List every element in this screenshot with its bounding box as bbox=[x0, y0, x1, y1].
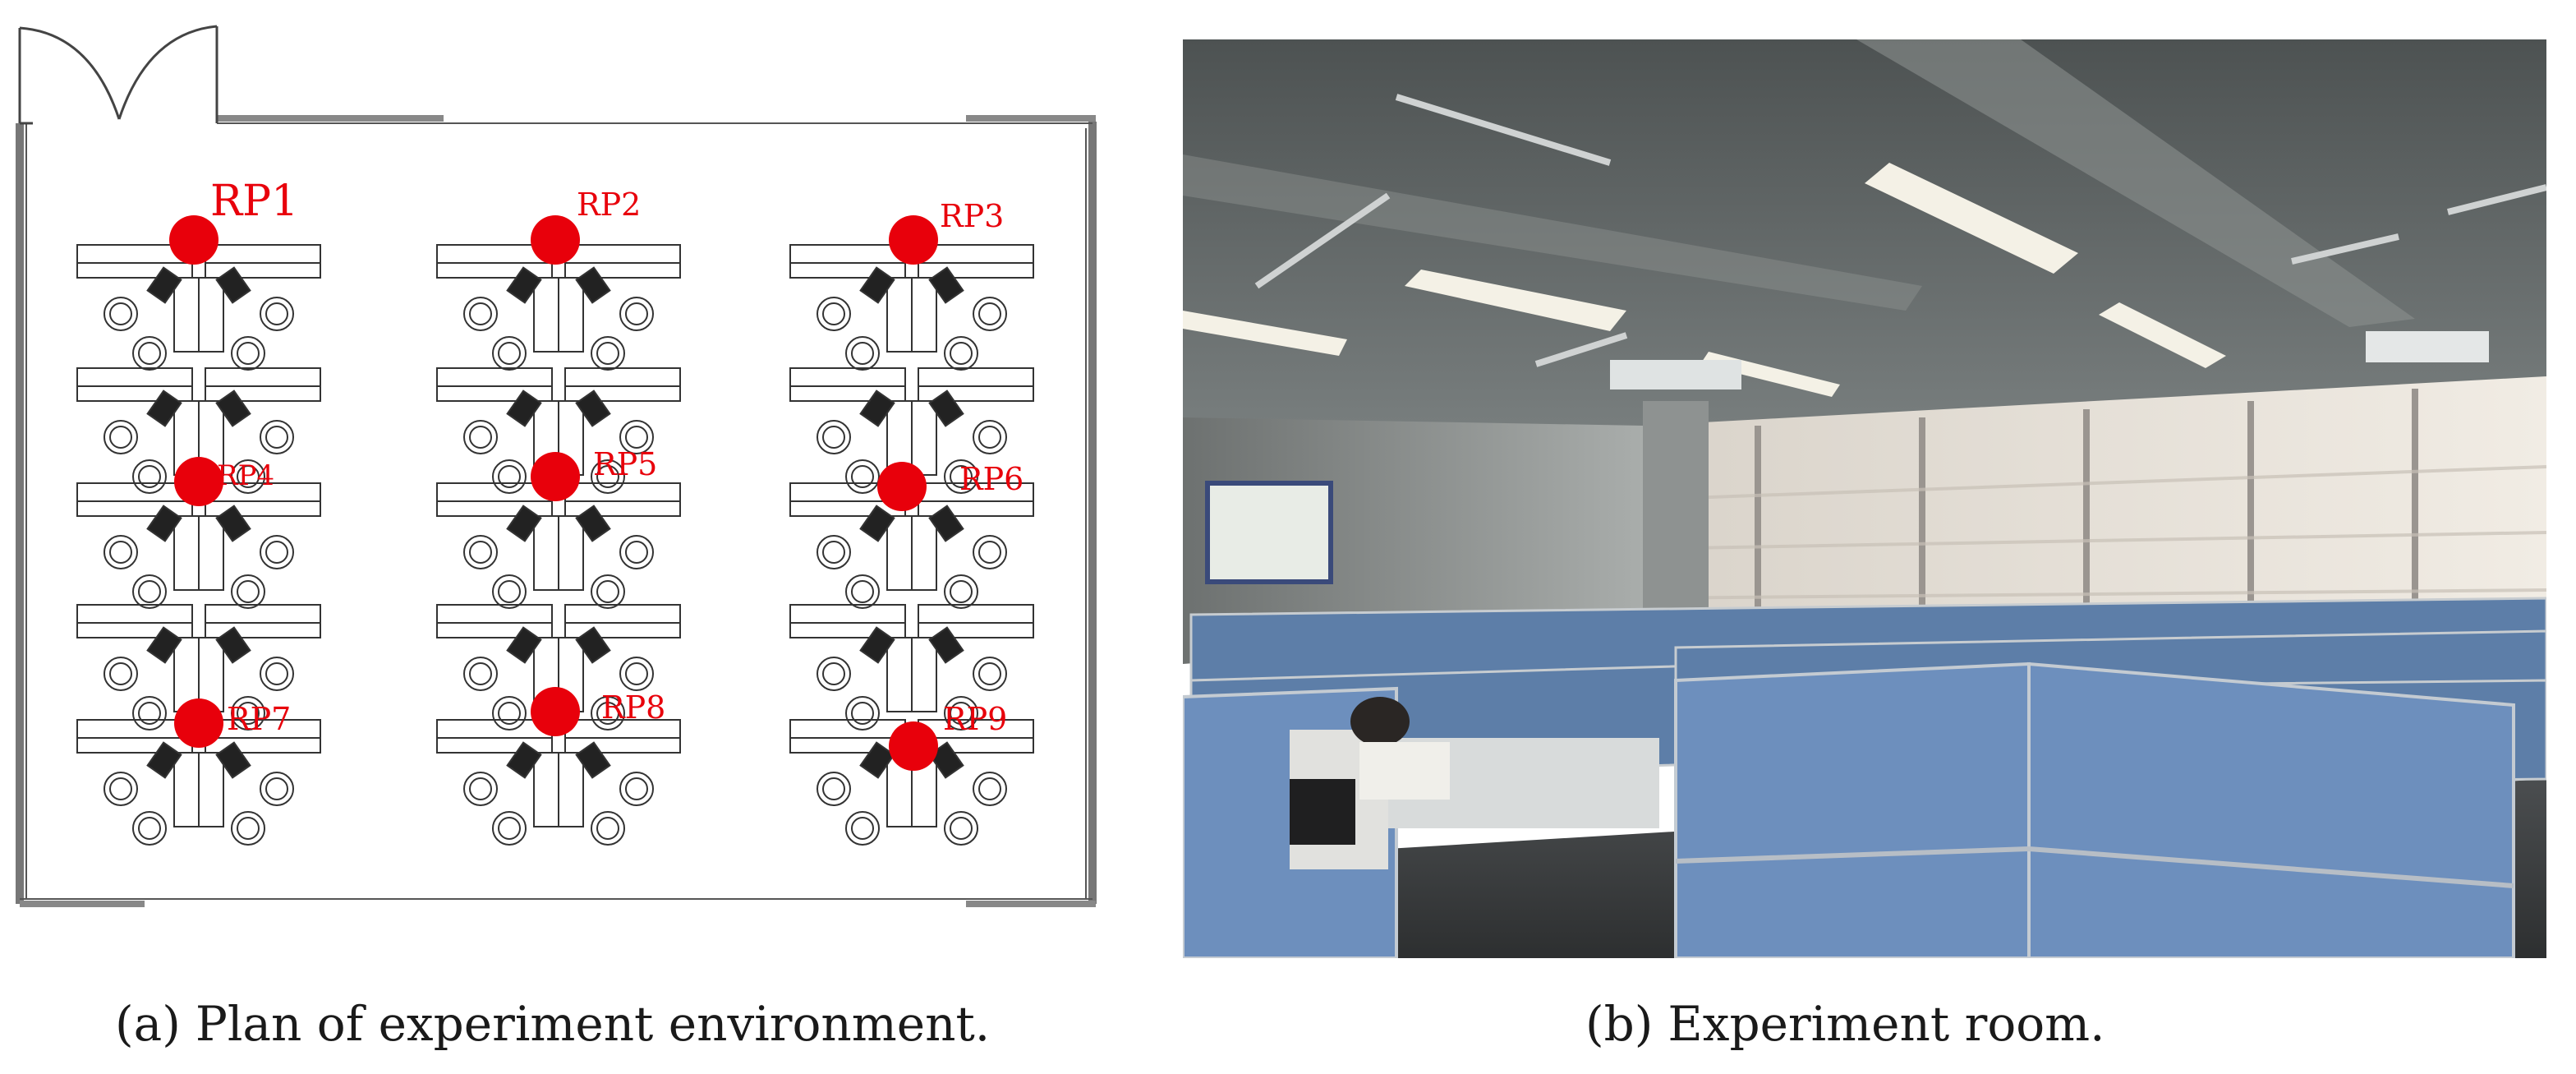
desk-clusters bbox=[76, 244, 1034, 846]
reference-point-label: RP7 bbox=[227, 701, 291, 737]
caption-b: (b)Experiment room. bbox=[1585, 996, 2120, 1052]
caption-b-text: Experiment room. bbox=[1668, 996, 2105, 1052]
left-wall bbox=[1183, 417, 1643, 664]
reference-point-label: RP3 bbox=[940, 198, 1004, 234]
desk-cluster bbox=[436, 604, 681, 731]
reference-point-marker bbox=[889, 215, 938, 265]
caption-a-text: Plan of experiment environment. bbox=[195, 996, 991, 1052]
reference-point-marker bbox=[889, 721, 938, 771]
desk-cluster bbox=[76, 482, 321, 609]
desk-cluster bbox=[436, 482, 681, 609]
reference-point-marker bbox=[531, 215, 580, 265]
poster bbox=[1205, 481, 1333, 584]
reference-point-marker bbox=[174, 457, 223, 506]
air-conditioner bbox=[1610, 360, 1741, 389]
room-walls bbox=[16, 115, 1097, 907]
desk-cluster bbox=[436, 367, 681, 494]
person bbox=[1350, 697, 1410, 746]
caption-a: (a)Plan of experiment environment. bbox=[115, 996, 1005, 1052]
reference-point-marker bbox=[877, 462, 927, 511]
reference-point-marker bbox=[531, 452, 580, 501]
desk-cluster bbox=[436, 244, 681, 371]
caption-b-label: (b) bbox=[1585, 996, 1654, 1052]
reference-point-marker bbox=[531, 687, 580, 736]
reference-point-label: RP2 bbox=[577, 187, 641, 223]
room-photo bbox=[1183, 39, 2546, 958]
desk-cluster bbox=[789, 604, 1034, 731]
reference-point-marker bbox=[174, 698, 223, 748]
desk-cluster bbox=[76, 604, 321, 731]
desk-cluster bbox=[789, 367, 1034, 494]
door-icon bbox=[18, 25, 218, 125]
ceiling-fans bbox=[1254, 94, 2546, 367]
reference-point-label: RP4 bbox=[217, 459, 274, 492]
desk-cluster bbox=[789, 482, 1034, 609]
desk-cluster bbox=[436, 719, 681, 846]
reference-point-marker bbox=[169, 215, 218, 265]
reference-point-label: RP1 bbox=[210, 177, 298, 226]
caption-a-label: (a) bbox=[115, 996, 181, 1052]
ceiling-lights bbox=[1183, 163, 2226, 397]
reference-point-label: RP8 bbox=[601, 689, 665, 726]
reference-point-label: RP6 bbox=[959, 461, 1024, 497]
desk-cluster bbox=[76, 367, 321, 494]
reference-point-label: RP5 bbox=[593, 446, 657, 482]
desk-cluster bbox=[76, 719, 321, 846]
reference-point-label: RP9 bbox=[943, 701, 1007, 737]
windows bbox=[1643, 376, 2546, 648]
